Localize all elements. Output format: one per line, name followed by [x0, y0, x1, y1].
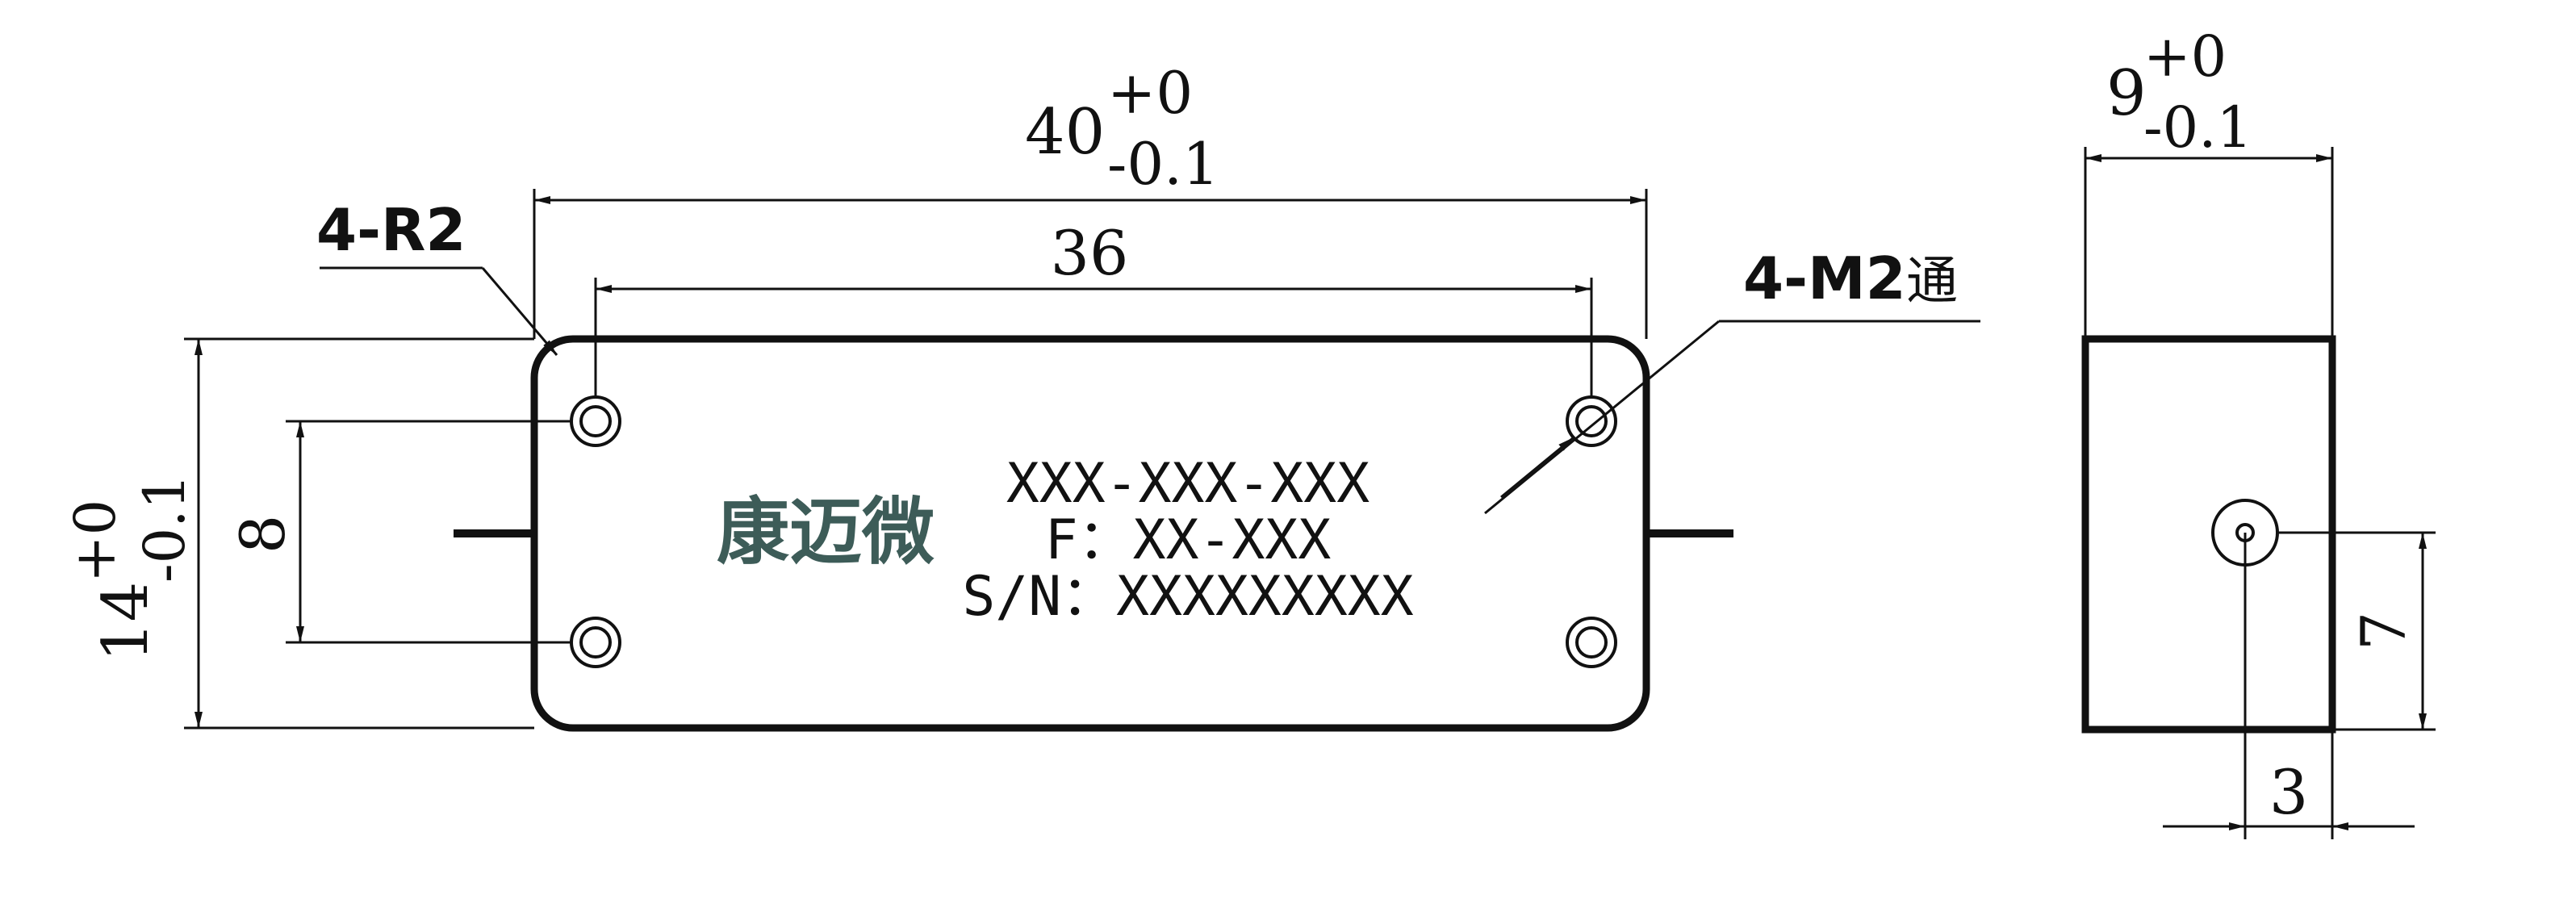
corner-radius-leader: [481, 267, 558, 356]
hole-spacing-y-value: 8: [227, 515, 299, 554]
height-nominal: 14: [90, 582, 162, 662]
label-frequency: F：XX-XXX: [1045, 508, 1332, 572]
connector-offset-value: 3: [2269, 756, 2308, 828]
thickness-nominal: 9: [2106, 57, 2147, 130]
mounting-hole-bottom-right: [1566, 617, 1617, 668]
width-nominal: 40: [1025, 96, 1105, 169]
thread-label: 4-M2: [1743, 245, 1906, 312]
mounting-hole-bottom-left: [570, 617, 621, 668]
thickness-upper-tol: +0: [2143, 23, 2227, 90]
thread-suffix: 通: [1906, 252, 1958, 312]
side-view: 9 +0 -0.1 7 3: [2081, 23, 2436, 839]
connector-height-value: 7: [2348, 612, 2419, 650]
height-upper-tol: +0: [62, 500, 128, 583]
thread-leader-line: [1484, 320, 1720, 515]
thickness-lower-tol: -0.1: [2143, 94, 2252, 161]
label-part-number: XXX-XXX-XXX: [1006, 452, 1370, 516]
mounting-hole-top-left: [570, 395, 621, 447]
thread-leader-arrow: [1500, 436, 1574, 499]
corner-radius-label: 4-R2: [316, 196, 466, 264]
hole-spacing-x-value: 36: [1051, 217, 1129, 289]
company-logo: 康迈微: [717, 490, 935, 575]
height-lower-tol: -0.1: [132, 474, 198, 583]
front-view: 40 +0 -0.1 36 14 +0 -0.1 8 4-R2 4-M2: [62, 59, 1980, 732]
label-serial-number: S/N：XXXXXXXXX: [962, 565, 1413, 629]
width-upper-tol: +0: [1107, 59, 1193, 127]
side-body-outline: [2081, 335, 2336, 734]
width-lower-tol: -0.1: [1107, 130, 1219, 198]
